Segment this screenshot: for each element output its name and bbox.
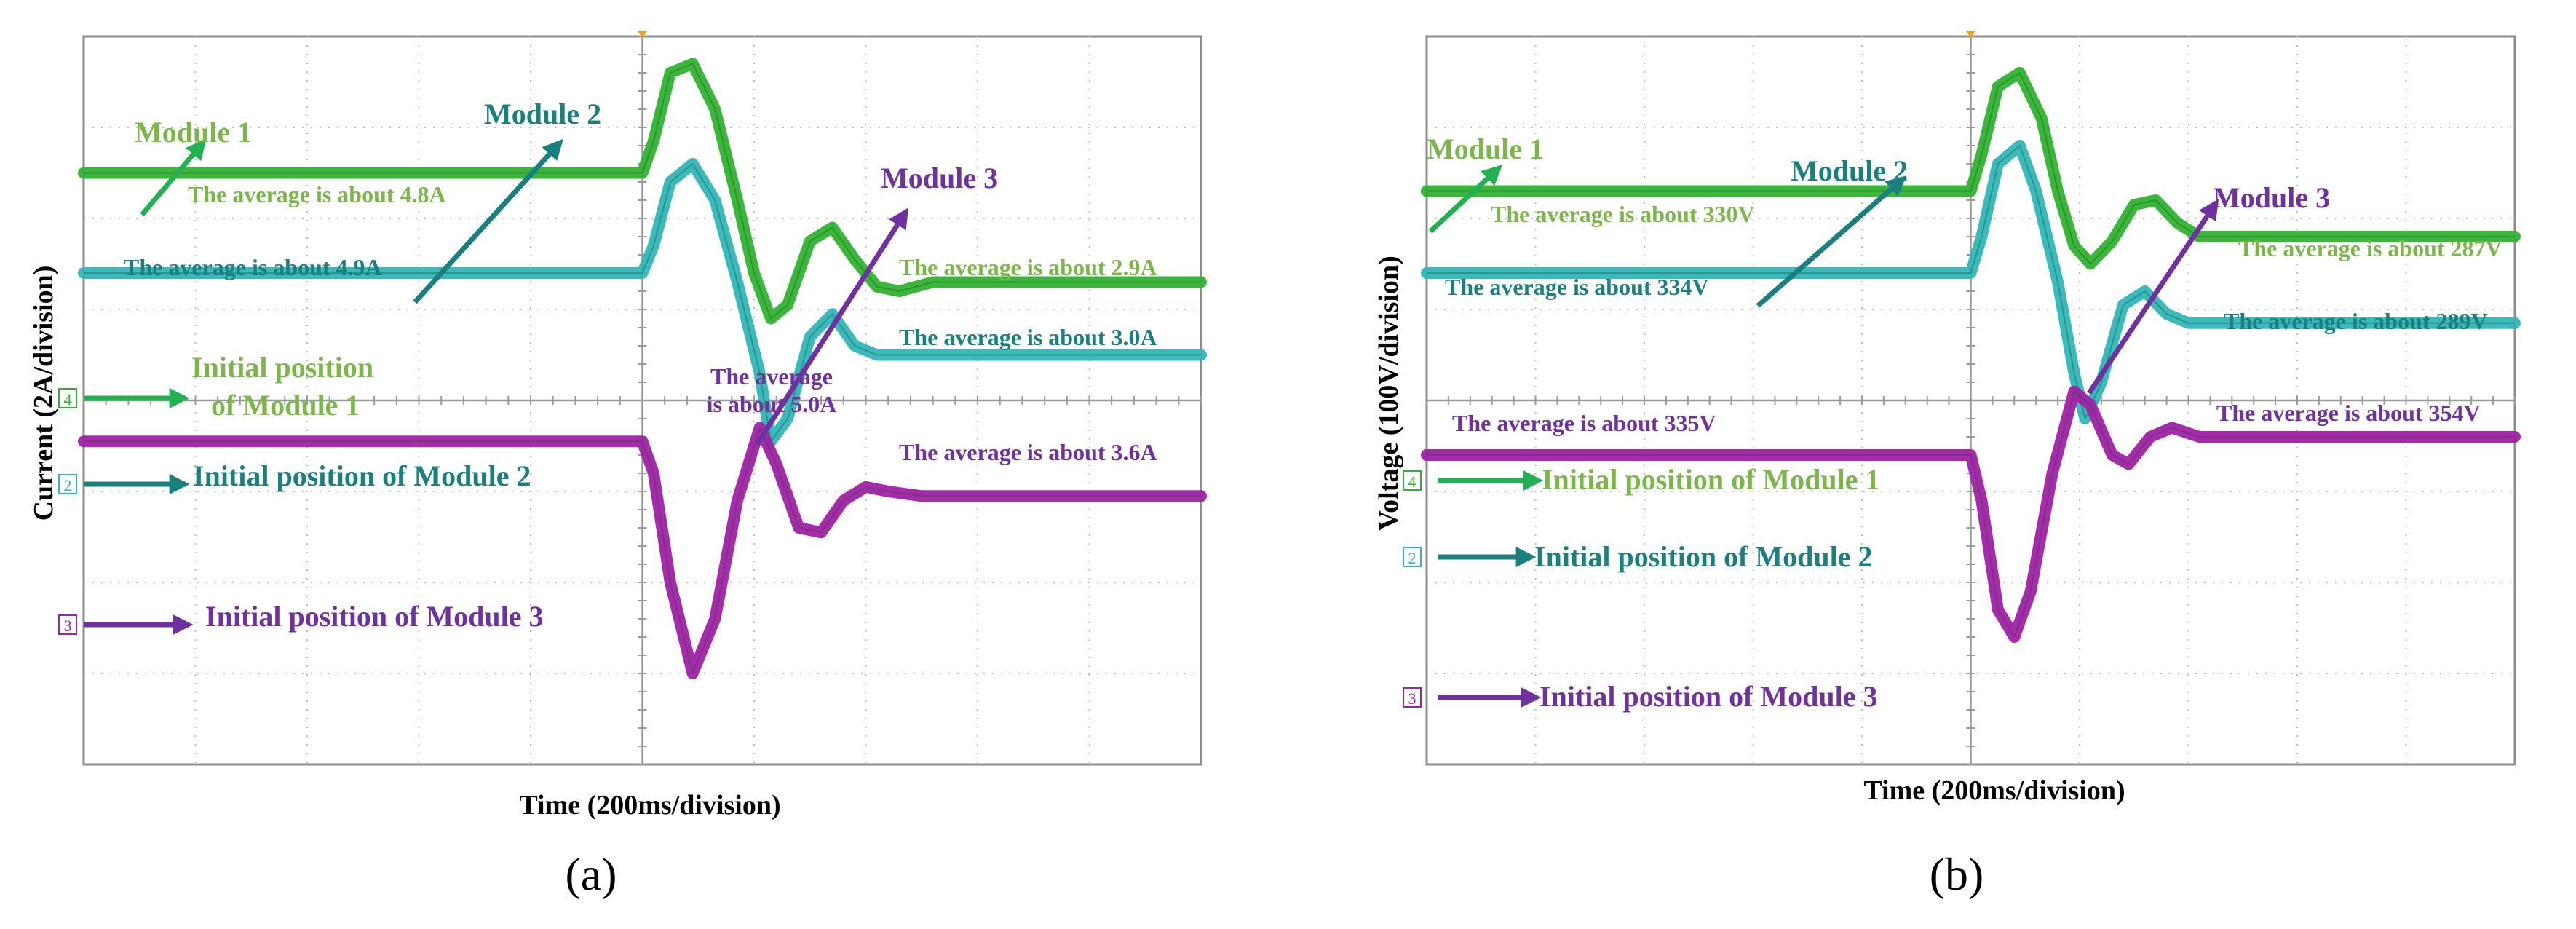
chart-panel-a: 4 2 3 Module 1 Module 2 Module 3 The average i… <box>28 31 1207 900</box>
annotation-label: Module 2 <box>1791 154 1908 187</box>
annotation-label: The average is about 3.6A <box>899 439 1157 465</box>
annotation-arrow <box>1756 175 1907 308</box>
annotation-arrow <box>2087 199 2219 395</box>
annotation-label: The average is about 2.9A <box>899 254 1157 280</box>
y-axis-label: Voltage (100V/division) <box>1374 256 1404 531</box>
channel-marker-label: 4 <box>1408 473 1416 491</box>
annotation-arrow <box>140 138 207 217</box>
series-line-module-2 <box>78 158 1207 448</box>
y-axis-label: Current (2A/division) <box>28 266 59 521</box>
chart-panel-b: 4 2 3 Module 1 Module 2 Module 3 The average i… <box>1374 31 2521 900</box>
annotation-label: Initial position of Module 3 <box>205 600 544 633</box>
annotation-label: Module 2 <box>484 98 601 130</box>
annotation-label: Initial position of Module 2 <box>193 459 531 492</box>
panel-label: (a) <box>565 848 617 900</box>
annotation-label: The average is about 330V <box>1491 201 1755 227</box>
annotation-label: of Module 1 <box>211 389 360 422</box>
series-line-core-module-1 <box>84 63 1201 320</box>
annotation-arrow <box>755 207 909 446</box>
channel-marker <box>58 614 77 635</box>
annotation-label: Module 3 <box>2213 181 2330 214</box>
series-line-module-3 <box>78 422 1207 679</box>
annotation-arrow <box>1428 165 1503 234</box>
x-axis-label: Time (200ms/division) <box>519 790 780 821</box>
trigger-marker <box>637 31 648 38</box>
series-line-core-module-3 <box>1427 390 2515 638</box>
annotation-label: Module 1 <box>1427 133 1544 165</box>
annotation-label: Module 3 <box>881 162 998 194</box>
annotation-label: The average is about 335V <box>1452 410 1716 436</box>
channel-marker <box>1403 470 1422 491</box>
annotation-label: The average is about 289V <box>2224 308 2488 334</box>
annotation-label: The average is about 334V <box>1445 274 1709 300</box>
series-line-module-1 <box>1421 67 2521 270</box>
channel-marker-label: 4 <box>64 390 72 408</box>
annotation-label: Initial position <box>191 351 373 384</box>
channel-marker-label: 3 <box>1408 689 1416 708</box>
annotation-label: The average is about 354V <box>2216 400 2481 426</box>
series-line-core-module-2 <box>84 163 1201 443</box>
annotation-label: Initial position of Module 2 <box>1534 540 1873 573</box>
channel-marker <box>1403 687 1422 708</box>
trigger-marker <box>1965 31 1976 38</box>
annotation-label: Initial position of Module 1 <box>1542 463 1880 496</box>
channel-marker-label: 2 <box>64 476 72 494</box>
annotation-label: The average <box>710 363 833 390</box>
series-line-module-3 <box>1421 385 2521 643</box>
annotation-label: The average is about 4.9A <box>124 254 382 280</box>
series-line-core-module-3 <box>84 427 1201 674</box>
channel-marker <box>58 388 77 408</box>
annotation-label: The average is about 3.0A <box>899 324 1157 350</box>
annotation-label: Initial position of Module 3 <box>1539 680 1878 713</box>
series-line-core-module-1 <box>1427 72 2515 265</box>
x-axis-label: Time (200ms/division) <box>1863 775 2125 806</box>
annotation-label: is about 5.0A <box>707 391 837 417</box>
annotation-label: The average is about 287V <box>2238 235 2502 261</box>
series-line-module-1 <box>78 58 1207 325</box>
annotation-arrow <box>413 138 563 304</box>
annotation-label: The average is about 4.8A <box>188 181 446 207</box>
channel-marker-label: 2 <box>1408 549 1416 567</box>
channel-marker <box>1403 547 1422 567</box>
channel-marker <box>58 474 77 494</box>
channel-marker-label: 3 <box>64 617 72 635</box>
annotation-label: Module 1 <box>135 116 252 149</box>
panel-label: (b) <box>1930 848 1984 900</box>
